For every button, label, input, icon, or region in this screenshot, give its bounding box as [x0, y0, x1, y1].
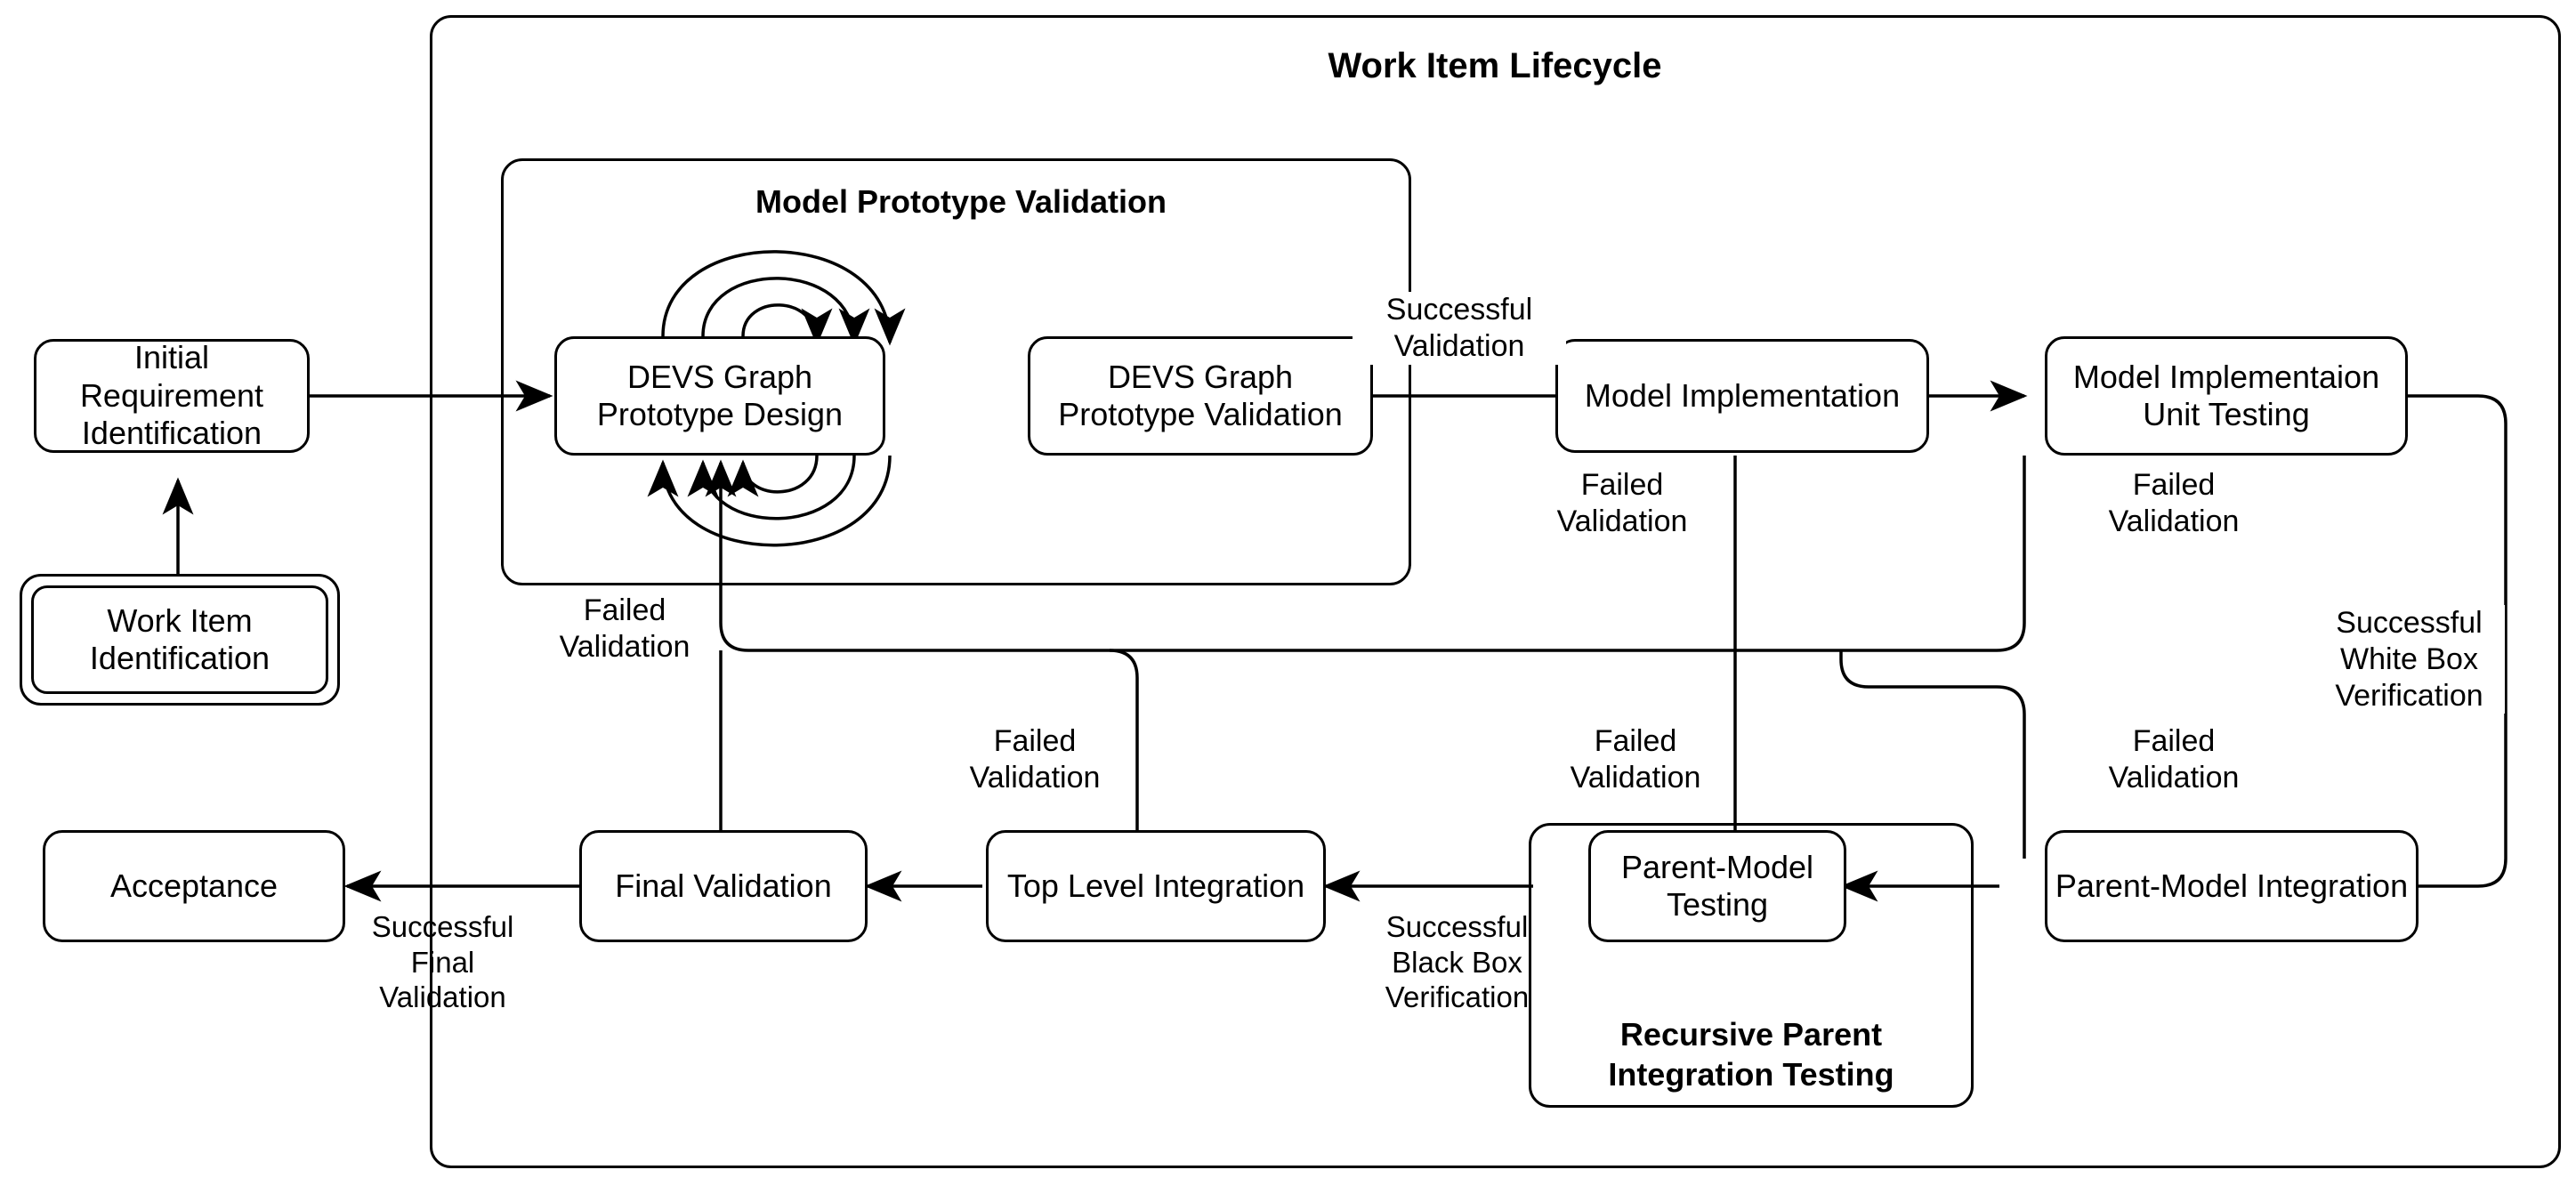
container-recursive-parent-integration-testing-title: Recursive Parent Integration Testing: [1608, 1016, 1894, 1093]
edge-toplevel-failed: [1109, 649, 1139, 859]
node-acceptance-label: Acceptance: [109, 867, 279, 904]
edge-parent-integration-failed-a: [1869, 685, 2026, 859]
edge-label-successful-validation: Successful Validation: [1353, 292, 1566, 365]
node-parent-model-integration[interactable]: Parent-Model Integration: [2045, 830, 2419, 942]
node-initial-requirement-identification[interactable]: Initial Requirement Identification: [34, 339, 310, 453]
container-work-item-lifecycle-title: Work Item Lifecycle: [1246, 46, 1744, 86]
edge-unittest-to-parent-integration: [2228, 394, 2507, 902]
node-devs-graph-prototype-validation-label: DEVS Graph Prototype Validation: [1058, 358, 1343, 432]
container-work-item-lifecycle: [430, 15, 2561, 1168]
node-top-level-integration[interactable]: Top Level Integration: [986, 830, 1326, 942]
node-model-implementation-label: Model Implementation: [1584, 376, 1901, 414]
edge-label-failed-validation-impl: Failed Validation: [1529, 467, 1716, 540]
container-recursive-parent-integration-testing: [1529, 823, 1974, 1108]
edge-design-to-validation-1: [661, 250, 906, 346]
node-model-implementation[interactable]: Model Implementation: [1555, 339, 1929, 453]
edge-label-successful-black-box-verification: Successful Black Box Verification: [1385, 910, 1530, 1014]
node-final-validation[interactable]: Final Validation: [579, 830, 868, 942]
node-parent-model-testing-label: Parent-Model Testing: [1620, 848, 1814, 923]
node-final-validation-label: Final Validation: [615, 867, 832, 904]
edge-label-failed-validation-parent-test: Failed Validation: [1542, 723, 1729, 796]
node-devs-graph-prototype-validation[interactable]: DEVS Graph Prototype Validation: [1028, 336, 1373, 456]
node-model-implementaion-unit-testing-label: Model Implementaion Unit Testing: [2072, 358, 2380, 432]
edge-validation-to-design-3: [727, 455, 819, 497]
container-model-prototype-validation-title: Model Prototype Validation: [712, 183, 1210, 221]
node-parent-model-integration-label: Parent-Model Integration: [2055, 867, 2409, 904]
edge-label-failed-validation-parent-integration: Failed Validation: [2080, 723, 2267, 796]
node-parent-model-testing[interactable]: Parent-Model Testing: [1588, 830, 1846, 942]
container-model-prototype-validation: [501, 158, 1411, 585]
node-devs-graph-prototype-design[interactable]: DEVS Graph Prototype Design: [554, 336, 885, 456]
edge-label-failed-validation-prototype: Failed Validation: [531, 593, 718, 666]
edge-label-successful-final-validation: Successful Final Validation: [371, 910, 514, 1014]
edge-label-successful-white-box-verification: Successful White Box Verification: [2314, 605, 2505, 714]
node-acceptance[interactable]: Acceptance: [43, 830, 345, 942]
edge-label-failed-validation-unit-test: Failed Validation: [2080, 467, 2267, 540]
node-devs-graph-prototype-design-label: DEVS Graph Prototype Design: [596, 358, 844, 432]
edge-validation-to-design-1: [647, 455, 892, 547]
node-work-item-identification-inner-border: [31, 585, 328, 694]
edge-unittest-failed: [1996, 456, 2026, 652]
edge-design-to-validation-3: [741, 303, 833, 346]
edge-label-failed-validation-final: Failed Validation: [941, 723, 1128, 796]
node-top-level-integration-label: Top Level Integration: [1006, 867, 1305, 904]
edge-parent-integration-failed-b: [1839, 650, 1869, 689]
edge-feedback-bus-to-design: [705, 459, 1997, 652]
node-work-item-identification-label: Work Item Identification: [89, 601, 271, 676]
node-work-item-identification[interactable]: Work Item Identification: [20, 574, 340, 706]
node-model-implementaion-unit-testing[interactable]: Model Implementaion Unit Testing: [2045, 336, 2408, 456]
node-initial-requirement-identification-label: Initial Requirement Identification: [79, 339, 264, 452]
edge-design-to-validation-2: [701, 277, 870, 346]
